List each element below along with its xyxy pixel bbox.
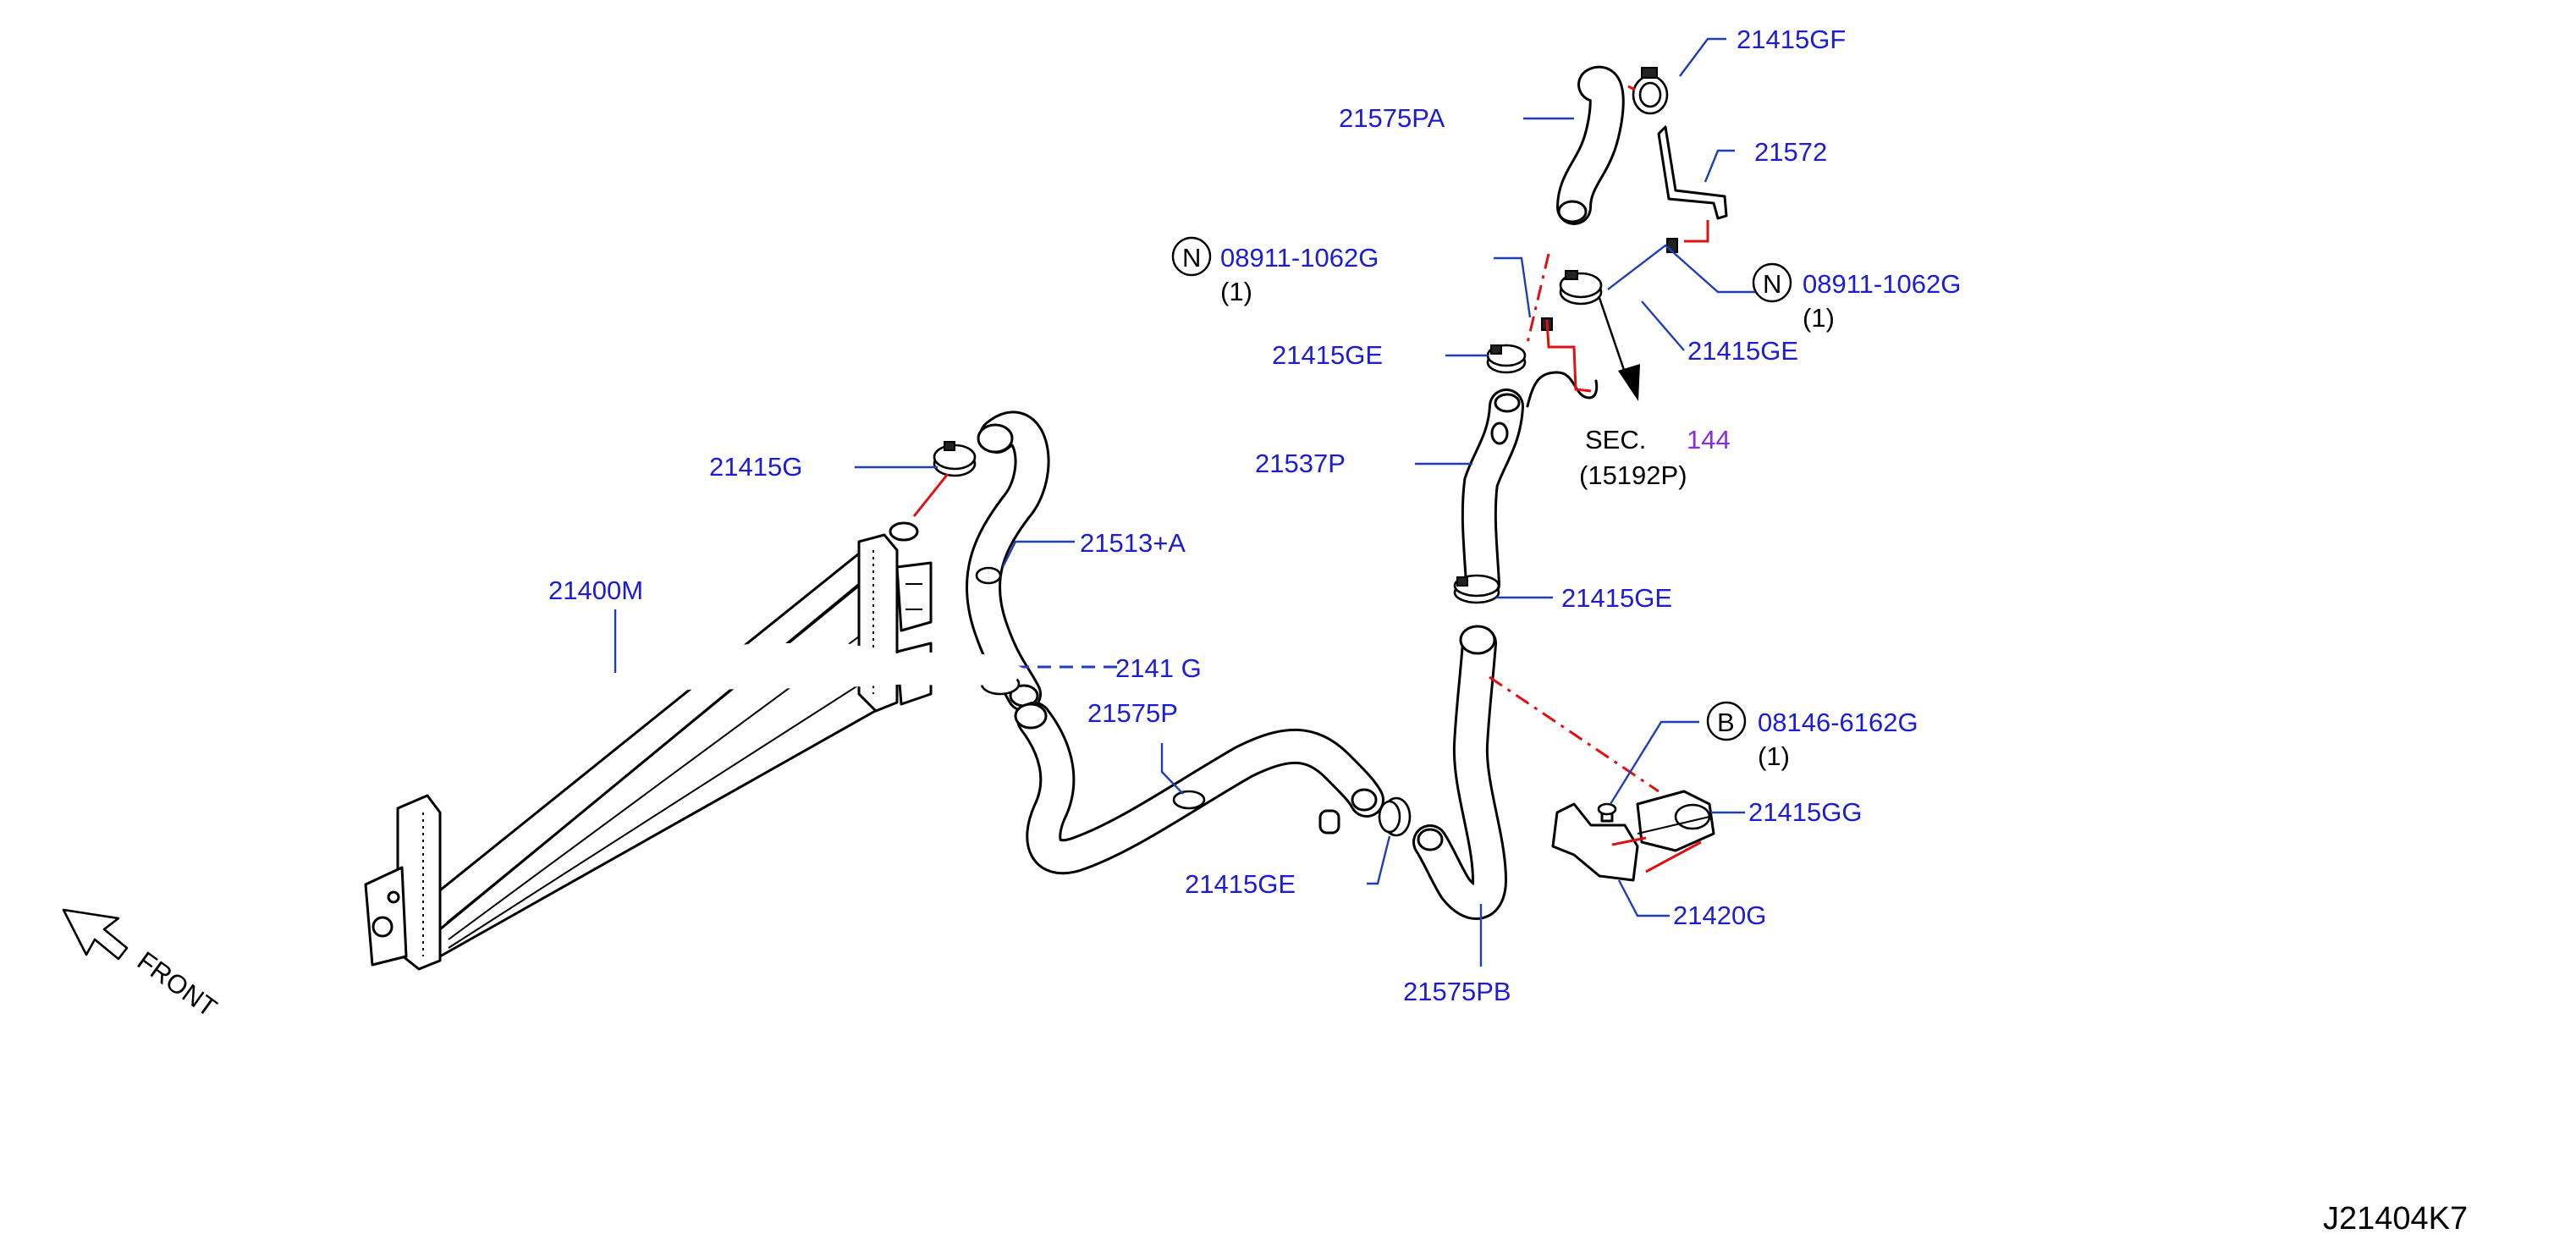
diagram-code: J21404K7: [2323, 1201, 2468, 1237]
clamp-21415ge-upper-right: [1559, 270, 1603, 306]
label-21513a[interactable]: 21513+A: [1080, 528, 1186, 558]
label-2141g-partial[interactable]: 2141 G: [1115, 653, 1202, 683]
radiator: [364, 521, 933, 971]
label-21415gg[interactable]: 21415GG: [1748, 797, 1862, 827]
label-08911-right[interactable]: 08911-1062G: [1803, 269, 1961, 299]
label-21575p[interactable]: 21575P: [1087, 698, 1178, 728]
front-arrow: FRONT: [62, 908, 223, 1022]
badge-n-right-letter: N: [1763, 269, 1781, 299]
clamp-21415ge-upper-left: [1486, 344, 1527, 374]
clamp-21415ge-mid: [1453, 574, 1500, 604]
label-21420g[interactable]: 21420G: [1673, 901, 1766, 930]
badge-n-left-letter: N: [1182, 243, 1201, 273]
bracket-21420g: [1551, 790, 1715, 882]
label-21415ge-mid[interactable]: 21415GE: [1561, 583, 1672, 613]
label-21415g[interactable]: 21415G: [709, 452, 802, 482]
badge-n-right: N: [1752, 262, 1792, 303]
white-smear-overlay: [618, 643, 1217, 690]
badge-b-bolt: B: [1706, 701, 1747, 741]
label-sec: SEC.: [1585, 425, 1646, 454]
hose-21575pa: [1556, 66, 1625, 225]
label-21575pb[interactable]: 21575PB: [1403, 977, 1511, 1006]
label-21572[interactable]: 21572: [1754, 137, 1827, 167]
hose-21537p: [1461, 388, 1524, 602]
label-21575pa[interactable]: 21575PA: [1339, 103, 1445, 133]
clamp-21415g: [933, 441, 977, 477]
label-21415ge-lower[interactable]: 21415GE: [1185, 869, 1296, 899]
label-sec-num[interactable]: 144: [1687, 425, 1731, 454]
label-21537p[interactable]: 21537P: [1255, 449, 1346, 478]
hose-21575pb: [1412, 625, 1507, 920]
label-21415gf[interactable]: 21415GF: [1737, 25, 1846, 54]
clamp-21415ge-lower: [1378, 796, 1412, 837]
bracket-21572: [1657, 125, 1728, 253]
badge-b-letter: B: [1717, 708, 1735, 737]
label-08911-right-qty: (1): [1803, 303, 1835, 333]
label-21415ge-upper-right[interactable]: 21415GE: [1687, 336, 1798, 366]
front-label: FRONT: [132, 945, 223, 1022]
label-sec-ref: (15192P): [1579, 460, 1687, 490]
section-arrow: [1598, 297, 1640, 401]
badge-n-left: N: [1171, 236, 1212, 277]
label-21400m[interactable]: 21400M: [548, 576, 643, 605]
label-08911-left[interactable]: 08911-1062G: [1220, 243, 1379, 273]
hose-21575p: [1014, 702, 1384, 875]
label-21415ge-upper-left[interactable]: 21415GE: [1272, 340, 1383, 370]
clamp-21415gf: [1632, 67, 1669, 115]
label-08146-qty: (1): [1758, 741, 1790, 771]
label-08146[interactable]: 08146-6162G: [1758, 708, 1918, 737]
bolt-08146: [1597, 802, 1617, 823]
leader-lines: [614, 37, 1760, 967]
label-08911-left-qty: (1): [1220, 277, 1252, 306]
